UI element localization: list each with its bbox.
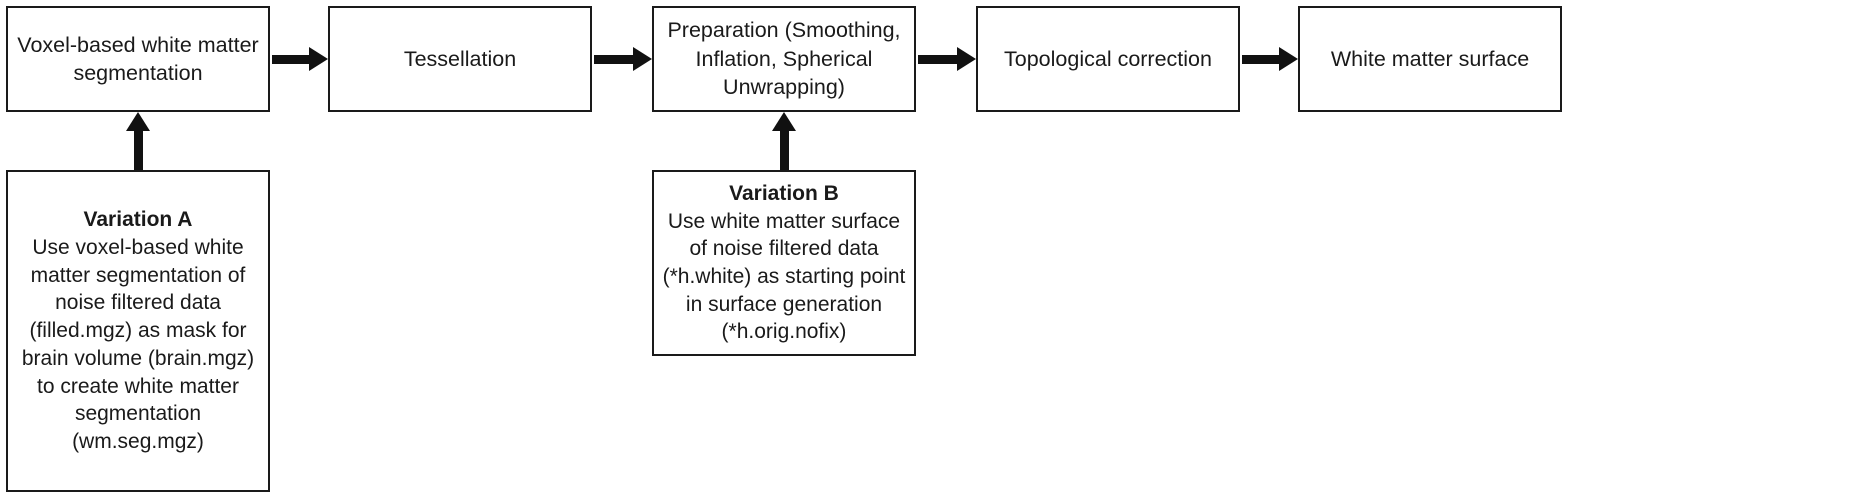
process-box-label: Tessellation — [403, 46, 517, 71]
arrow-shaft — [272, 55, 309, 64]
arrow-up-icon-variation-b-to-preparation — [769, 112, 799, 170]
arrow-shaft — [134, 130, 143, 170]
arrow-head — [309, 47, 328, 71]
process-box-voxel-based-white-matter-segmentation[interactable]: Voxel-based white matter segmentation — [6, 6, 270, 112]
arrow-shaft — [780, 130, 789, 170]
arrow-head — [126, 112, 150, 131]
arrow-head — [957, 47, 976, 71]
process-box-label: Preparation (Smoothing, Inflation, Spher… — [667, 18, 901, 100]
arrow-right-icon-topological-correction-to-white-matter-surface — [1242, 44, 1298, 74]
variation-a-body: Use voxel-based white matter segmentatio… — [21, 235, 255, 454]
arrow-right-icon-tessellation-to-preparation — [594, 44, 652, 74]
arrow-shaft — [594, 55, 633, 64]
variation-box-a[interactable]: Variation A Use voxel-based white matter … — [6, 170, 270, 492]
variation-b-title: Variation B — [729, 181, 839, 205]
process-box-preparation[interactable]: Preparation (Smoothing, Inflation, Spher… — [652, 6, 916, 112]
arrow-right-icon-preparation-to-topological-correction — [918, 44, 976, 74]
arrow-head — [633, 47, 652, 71]
variation-a-title: Variation A — [83, 208, 193, 232]
process-box-label: Voxel-based white matter segmentation — [17, 32, 259, 85]
arrow-up-icon-variation-a-to-wmseg — [123, 112, 153, 170]
variation-box-b[interactable]: Variation B Use white matter surface of n… — [652, 170, 916, 356]
arrow-right-icon-wmseg-to-tessellation — [272, 44, 328, 74]
process-box-tessellation[interactable]: Tessellation — [328, 6, 592, 112]
process-box-label: Topological correction — [1004, 46, 1212, 71]
variation-b-body: Use white matter surface of noise filter… — [662, 209, 906, 344]
variation-a-text: Variation A Use voxel-based white matter … — [16, 206, 260, 455]
process-box-topological-correction[interactable]: Topological correction — [976, 6, 1240, 112]
variation-b-text: Variation B Use white matter surface of n… — [662, 180, 906, 346]
process-box-white-matter-surface[interactable]: White matter surface — [1298, 6, 1562, 112]
arrow-head — [772, 112, 796, 131]
arrow-head — [1279, 47, 1298, 71]
process-box-label: White matter surface — [1330, 46, 1530, 71]
arrow-shaft — [918, 55, 957, 64]
arrow-shaft — [1242, 55, 1279, 64]
